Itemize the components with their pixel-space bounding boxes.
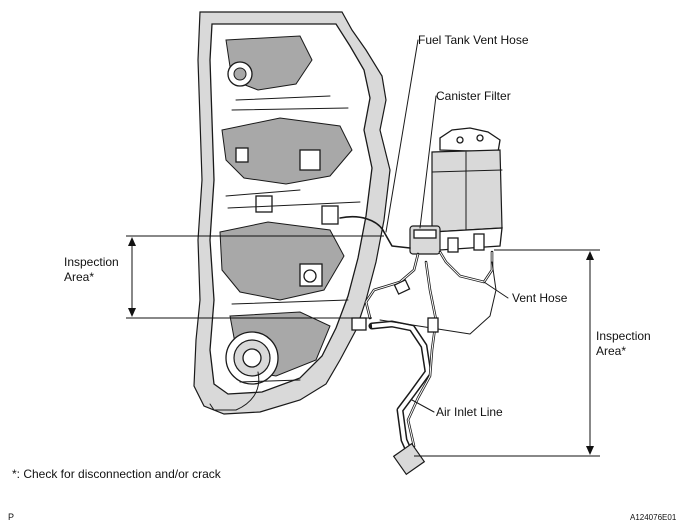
filler-cap (392, 442, 426, 476)
hose-joint-1 (393, 279, 411, 295)
canister-filter (409, 225, 441, 255)
label-inspection-right-1: Inspection (596, 329, 651, 343)
purge-hose-inner (365, 253, 419, 319)
label-inspection-left-2: Area* (64, 270, 94, 284)
fuel-tank-vent-hose (339, 216, 411, 249)
label-fuel-tank-vent-hose: Fuel Tank Vent Hose (418, 33, 529, 47)
fuel-tank-inner-panel (209, 23, 373, 395)
hoses (339, 216, 497, 476)
inspection-area-right (414, 249, 600, 457)
figure-code: A124076E01 (630, 513, 677, 522)
inspection-left-arrow-top (128, 237, 136, 246)
inspection-right-arrow-bottom (586, 446, 594, 455)
leader-vent-hose (483, 281, 509, 299)
footnote: *: Check for disconnection and/or crack (12, 467, 222, 481)
charcoal-canister (431, 127, 503, 253)
leader-canister-filter (419, 95, 437, 229)
corner-letter: P (8, 512, 14, 522)
air-inlet-line-inner (407, 261, 437, 447)
filler-pipe-inner (371, 321, 431, 459)
label-inspection-left-1: Inspection (64, 255, 119, 269)
tank-boss-square-4 (235, 147, 249, 163)
canister-rib (431, 169, 503, 173)
label-inspection-right-2: Area* (596, 344, 626, 358)
bracket-hole-1 (456, 136, 464, 144)
fitting-2 (427, 317, 439, 333)
label-air-inlet-line: Air Inlet Line (436, 405, 503, 419)
tank-boss-square-1 (299, 149, 321, 171)
canister-bracket (439, 127, 501, 153)
tank-rib-lower (219, 221, 345, 301)
leader-lines (385, 39, 509, 413)
vent-hose-inner (439, 251, 493, 283)
canister-port-1 (447, 237, 459, 253)
inspection-left-arrow-bottom (128, 308, 136, 317)
bracket-hole-2 (476, 134, 484, 142)
inspection-area-left (126, 235, 384, 319)
tank-boss-mid (303, 269, 317, 283)
canister-body (431, 149, 503, 233)
fitting-1 (351, 317, 367, 331)
tank-boss-square-5 (321, 205, 339, 225)
tank-structure-lines (225, 95, 361, 383)
inspection-right-arrow-top (586, 251, 594, 260)
canister-port-2 (473, 233, 485, 251)
fuel-tank (193, 11, 391, 415)
label-vent-hose: Vent Hose (512, 291, 568, 305)
thin-line-right (379, 261, 497, 335)
canister-base (431, 227, 503, 251)
label-canister-filter: Canister Filter (436, 89, 511, 103)
tank-boss-top-inner (233, 67, 247, 81)
canister-filter-cap (413, 229, 437, 239)
fuel-sender-wire (209, 371, 260, 411)
leader-fuel-tank-vent-hose (385, 39, 419, 233)
filler-pipe-outer (368, 320, 432, 462)
tank-boss-square-2 (255, 195, 273, 213)
fuel-pump-inner (242, 348, 262, 368)
leader-air-inlet-line (411, 399, 435, 413)
